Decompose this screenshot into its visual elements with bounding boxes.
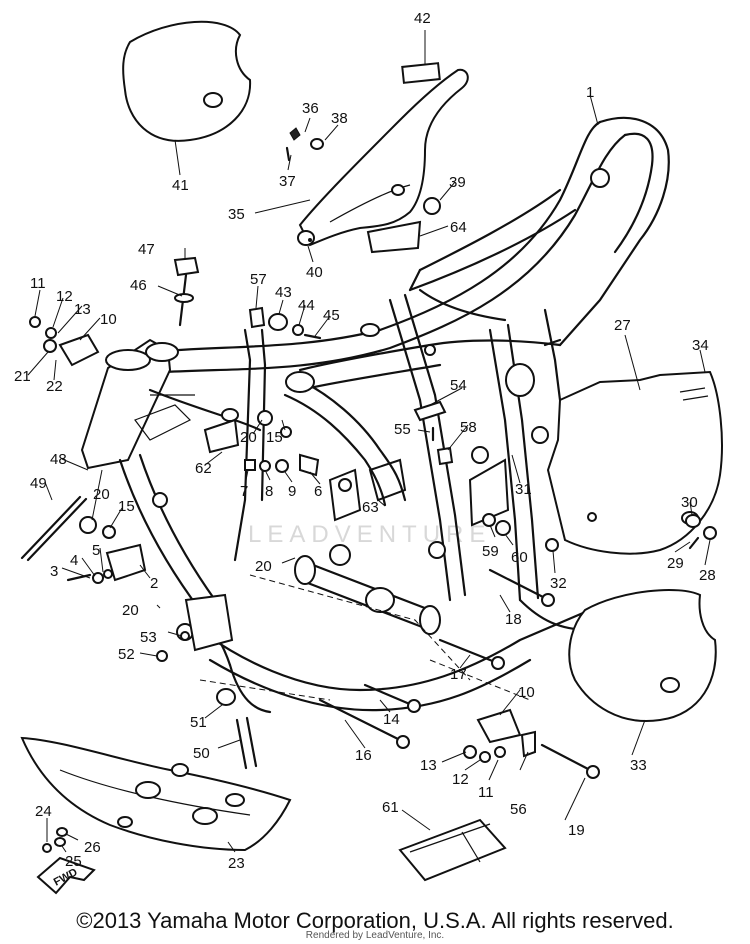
callout-labels: 42 1 41 36 38 37 39 35 64 40 47 46 57 43… bbox=[14, 10, 716, 872]
number-plate-left bbox=[122, 20, 252, 142]
callout-16: 16 bbox=[355, 747, 372, 764]
callout-30: 30 bbox=[681, 494, 698, 511]
callout-64: 64 bbox=[450, 219, 467, 236]
callout-54: 54 bbox=[450, 377, 467, 394]
callout-27: 27 bbox=[614, 317, 631, 334]
callout-11-top: 11 bbox=[30, 275, 46, 292]
callout-12-bottom: 12 bbox=[452, 771, 469, 788]
callout-33: 33 bbox=[630, 757, 647, 774]
callout-22: 22 bbox=[46, 378, 63, 395]
callout-43: 43 bbox=[275, 284, 292, 301]
callout-7: 7 bbox=[240, 483, 248, 500]
callout-10-bottom: 10 bbox=[518, 684, 535, 701]
small-parts bbox=[20, 238, 717, 853]
callout-40: 40 bbox=[306, 264, 323, 281]
rendered-by-credit: Rendered by LeadVenture, Inc. bbox=[305, 930, 445, 941]
callout-29: 29 bbox=[667, 555, 684, 572]
callout-9: 9 bbox=[288, 483, 296, 500]
callout-46: 46 bbox=[130, 277, 147, 294]
callout-59: 59 bbox=[482, 543, 499, 560]
callout-57: 57 bbox=[250, 271, 267, 288]
callout-58: 58 bbox=[460, 419, 477, 436]
callout-20-b: 20 bbox=[93, 486, 110, 503]
callout-14: 14 bbox=[383, 711, 400, 728]
callout-31: 31 bbox=[515, 481, 532, 498]
callout-49: 49 bbox=[30, 475, 47, 492]
callout-20-d: 20 bbox=[122, 602, 139, 619]
callout-15-a: 15 bbox=[266, 429, 283, 446]
callout-2: 2 bbox=[150, 575, 158, 592]
callout-25: 25 bbox=[65, 853, 82, 870]
callout-36: 36 bbox=[302, 100, 319, 117]
callout-52: 52 bbox=[118, 646, 135, 663]
callout-24: 24 bbox=[35, 803, 52, 820]
tool-bag bbox=[398, 818, 507, 882]
callout-11-bottom: 11 bbox=[478, 784, 494, 801]
callout-34: 34 bbox=[692, 337, 709, 354]
leader-lines bbox=[27, 30, 711, 853]
skid-plate bbox=[20, 736, 292, 852]
callout-5: 5 bbox=[92, 542, 100, 559]
callout-47: 47 bbox=[138, 241, 155, 258]
callout-26: 26 bbox=[84, 839, 101, 856]
side-cover-top bbox=[285, 62, 469, 254]
callout-39: 39 bbox=[449, 174, 466, 191]
callout-8: 8 bbox=[265, 483, 273, 500]
callout-13-top: 13 bbox=[74, 301, 91, 318]
copyright-notice: ©2013 Yamaha Motor Corporation, U.S.A. A… bbox=[76, 908, 674, 933]
callout-44: 44 bbox=[298, 297, 315, 314]
callout-38: 38 bbox=[331, 110, 348, 127]
callout-19: 19 bbox=[568, 822, 585, 839]
callout-18-a: 18 bbox=[505, 611, 522, 628]
callout-35: 35 bbox=[228, 206, 245, 223]
number-plate-right bbox=[568, 589, 717, 722]
callout-51: 51 bbox=[190, 714, 207, 731]
callout-28: 28 bbox=[699, 567, 716, 584]
callout-42: 42 bbox=[414, 10, 431, 27]
callout-6: 6 bbox=[314, 483, 322, 500]
callout-13-bottom: 13 bbox=[420, 757, 437, 774]
callout-37: 37 bbox=[279, 173, 296, 190]
callout-4: 4 bbox=[70, 552, 78, 569]
callout-53: 53 bbox=[140, 629, 157, 646]
callout-21: 21 bbox=[14, 368, 31, 385]
callout-60: 60 bbox=[511, 549, 528, 566]
callout-20-a: 20 bbox=[240, 429, 257, 446]
callout-10-top: 10 bbox=[100, 311, 117, 328]
callout-17: 17 bbox=[450, 666, 467, 683]
callout-15-b: 15 bbox=[118, 498, 135, 515]
callout-48: 48 bbox=[50, 451, 67, 468]
callout-56: 56 bbox=[510, 801, 527, 818]
callout-32: 32 bbox=[550, 575, 567, 592]
callout-12-top: 12 bbox=[56, 288, 73, 305]
callout-3: 3 bbox=[50, 563, 58, 580]
callout-63: 63 bbox=[362, 499, 379, 516]
callout-45: 45 bbox=[323, 307, 340, 324]
callout-50: 50 bbox=[193, 745, 210, 762]
callout-1: 1 bbox=[586, 84, 594, 101]
callout-61: 61 bbox=[382, 799, 399, 816]
callout-41: 41 bbox=[172, 177, 189, 194]
callout-62: 62 bbox=[195, 460, 212, 477]
callout-23: 23 bbox=[228, 855, 245, 872]
watermark-text: LEADVENTURE bbox=[248, 521, 491, 548]
callout-55: 55 bbox=[394, 421, 411, 438]
callout-20-c: 20 bbox=[255, 558, 272, 575]
